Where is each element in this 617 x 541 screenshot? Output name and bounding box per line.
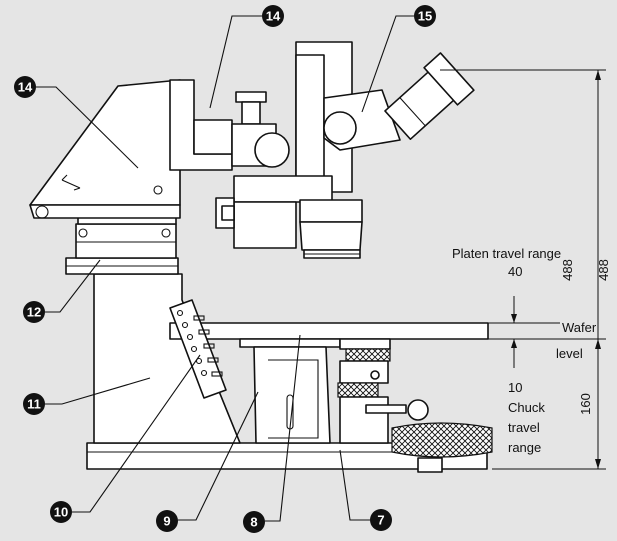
stereo-head	[323, 52, 475, 151]
callout-14: 14	[262, 5, 284, 27]
callout-10: 10	[50, 501, 72, 523]
callout-7: 7	[370, 509, 392, 531]
callout-13: 14	[14, 76, 36, 98]
optical-arm	[29, 79, 233, 219]
hole-bracket	[169, 299, 227, 399]
svg-text:12: 12	[27, 305, 41, 320]
chuck-mechanism	[337, 338, 493, 458]
svg-text:level: level	[556, 346, 583, 361]
svg-text:10: 10	[54, 505, 68, 520]
callout-12: 12	[23, 301, 45, 323]
svg-text:488: 488	[560, 259, 575, 281]
platen	[169, 322, 489, 348]
svg-text:14: 14	[18, 80, 33, 95]
callout-11: 11	[23, 393, 45, 415]
svg-text:Wafer: Wafer	[562, 320, 597, 335]
svg-text:14: 14	[266, 9, 281, 24]
leader-lines	[36, 15, 414, 522]
svg-text:15: 15	[418, 9, 432, 24]
svg-text:range: range	[508, 440, 541, 455]
svg-text:Chuck: Chuck	[508, 400, 545, 415]
focus-knob	[231, 91, 290, 168]
dimension-160: 160	[488, 338, 606, 470]
wafer-level-label: Wafer level	[556, 320, 597, 361]
svg-text:9: 9	[163, 514, 170, 529]
chuck-travel-indicator: 10 Chuck travel range	[508, 339, 545, 455]
svg-text:488: 488	[596, 259, 611, 281]
svg-text:7: 7	[377, 513, 384, 528]
svg-text:8: 8	[250, 515, 257, 530]
callout-15: 15	[414, 5, 436, 27]
chuck-stand	[253, 346, 331, 444]
callout-8: 8	[243, 511, 265, 533]
platen-travel-indicator: Platen travel range 40 488	[452, 246, 575, 324]
objective-lens	[299, 199, 363, 259]
svg-text:160: 160	[578, 393, 593, 415]
svg-text:40: 40	[508, 264, 522, 279]
callout-9: 9	[156, 510, 178, 532]
svg-text:travel: travel	[508, 420, 540, 435]
svg-text:11: 11	[27, 397, 41, 412]
svg-text:10: 10	[508, 380, 522, 395]
svg-text:Platen travel range: Platen travel range	[452, 246, 561, 261]
